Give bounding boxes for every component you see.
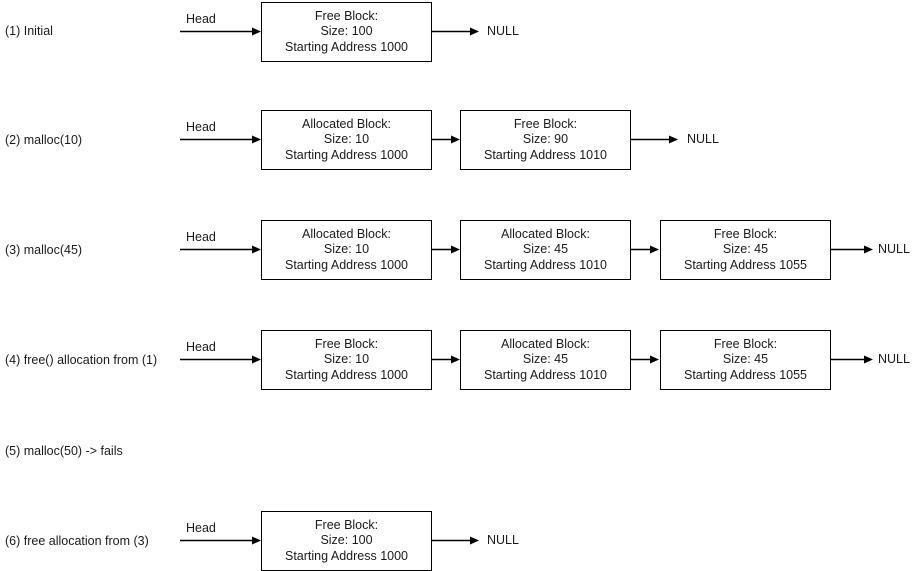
step-label-6: (6) free allocation from (3) [5, 534, 149, 548]
block-kind: Allocated Block: [302, 226, 391, 241]
head-label-3: Head [186, 230, 216, 244]
block-4-1: Free Block: Size: 10 Starting Address 10… [261, 330, 432, 390]
link-arrow-4-2 [631, 355, 659, 364]
block-kind: Free Block: [713, 226, 778, 241]
block-size: Size: 100 [320, 533, 373, 548]
block-size: Size: 10 [323, 242, 370, 257]
link-arrow-4-1 [432, 355, 460, 364]
block-size: Size: 10 [323, 352, 370, 367]
block-4-2: Allocated Block: Size: 45 Starting Addre… [460, 330, 631, 390]
block-address: Starting Address 1055 [684, 257, 807, 272]
link-arrow-3-2 [631, 245, 659, 254]
head-label-6: Head [186, 521, 216, 535]
block-kind: Free Block: [713, 336, 778, 351]
block-address: Starting Address 1055 [684, 367, 807, 382]
block-size: Size: 100 [320, 24, 373, 39]
block-3-3: Free Block: Size: 45 Starting Address 10… [660, 220, 831, 280]
block-size: Size: 10 [323, 132, 370, 147]
block-2-1: Allocated Block: Size: 10 Starting Addre… [261, 110, 432, 170]
block-kind: Allocated Block: [501, 226, 590, 241]
block-address: Starting Address 1000 [285, 257, 408, 272]
link-arrow-3-1 [432, 245, 460, 254]
block-size: Size: 45 [722, 352, 769, 367]
step-label-4: (4) free() allocation from (1) [5, 353, 158, 367]
block-address: Starting Address 1000 [285, 367, 408, 382]
block-kind: Free Block: [513, 116, 578, 131]
block-address: Starting Address 1010 [484, 147, 607, 162]
block-address: Starting Address 1000 [285, 39, 408, 54]
head-label-4: Head [186, 340, 216, 354]
head-arrow-3 [180, 245, 262, 254]
block-1-1: Free Block: Size: 100 Starting Address 1… [261, 2, 432, 62]
block-address: Starting Address 1000 [285, 548, 408, 563]
block-address: Starting Address 1010 [484, 257, 607, 272]
block-3-1: Allocated Block: Size: 10 Starting Addre… [261, 220, 432, 280]
step-label-2: (2) malloc(10) [5, 133, 83, 147]
link-arrow-2-1 [432, 135, 460, 144]
block-kind: Free Block: [314, 8, 379, 23]
head-label-2: Head [186, 120, 216, 134]
head-arrow-4 [180, 355, 262, 364]
null-label-2: NULL [687, 132, 719, 146]
block-kind: Free Block: [314, 336, 379, 351]
block-size: Size: 45 [522, 242, 569, 257]
block-3-2: Allocated Block: Size: 45 Starting Addre… [460, 220, 631, 280]
null-arrow-3 [831, 245, 873, 254]
block-kind: Free Block: [314, 517, 379, 532]
step-label-1: (1) Initial [5, 24, 53, 38]
head-arrow-6 [180, 536, 262, 545]
step-label-5: (5) malloc(50) -> fails [5, 444, 123, 458]
head-arrow-1 [180, 27, 262, 36]
null-arrow-1 [432, 27, 479, 36]
block-2-2: Free Block: Size: 90 Starting Address 10… [460, 110, 631, 170]
block-size: Size: 45 [522, 352, 569, 367]
null-arrow-2 [631, 135, 678, 144]
null-label-3: NULL [878, 242, 910, 256]
null-label-4: NULL [878, 352, 910, 366]
null-label-6: NULL [487, 533, 519, 547]
null-arrow-6 [432, 536, 479, 545]
null-label-1: NULL [487, 24, 519, 38]
block-4-3: Free Block: Size: 45 Starting Address 10… [660, 330, 831, 390]
null-arrow-4 [831, 355, 873, 364]
step-label-3: (3) malloc(45) [5, 243, 83, 257]
block-size: Size: 90 [522, 132, 569, 147]
block-address: Starting Address 1000 [285, 147, 408, 162]
block-kind: Allocated Block: [501, 336, 590, 351]
block-address: Starting Address 1010 [484, 367, 607, 382]
block-size: Size: 45 [722, 242, 769, 257]
block-kind: Allocated Block: [302, 116, 391, 131]
head-arrow-2 [180, 135, 262, 144]
head-label-1: Head [186, 12, 216, 26]
block-6-1: Free Block: Size: 100 Starting Address 1… [261, 511, 432, 571]
